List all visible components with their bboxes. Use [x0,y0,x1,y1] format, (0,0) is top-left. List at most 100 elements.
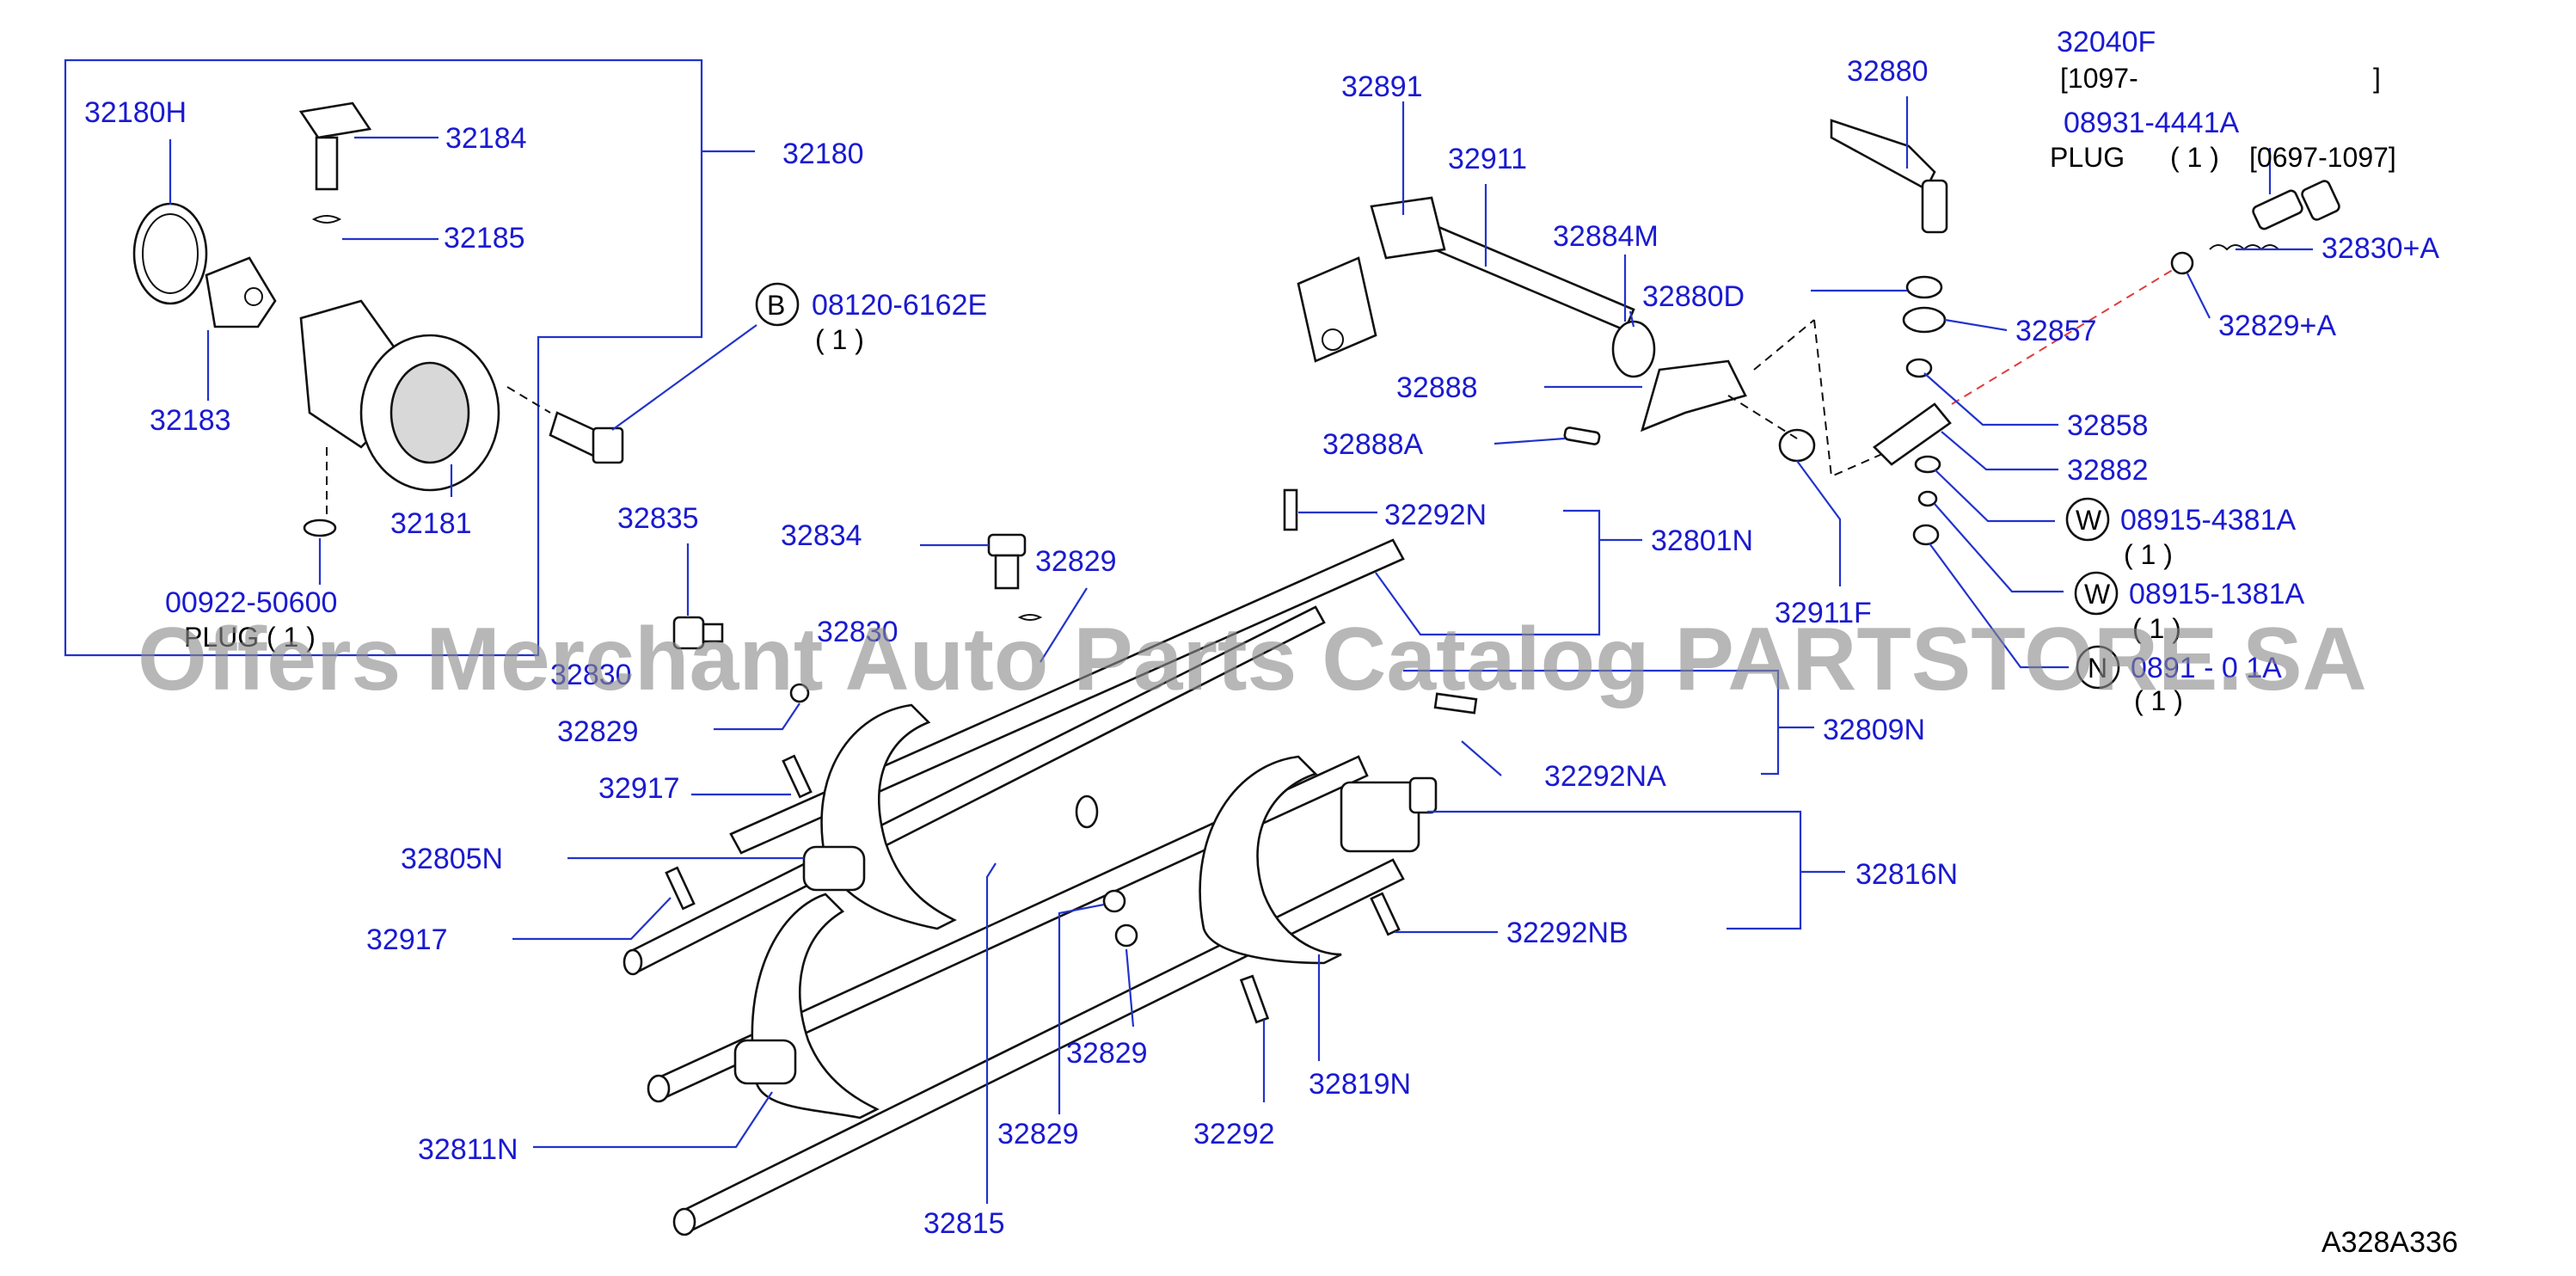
pin-32292NB [1370,892,1401,936]
note-plug-qty: ( 1 ) [2170,142,2219,173]
callout-32830A[interactable]: 32830+A [2321,232,2439,265]
callout-32183[interactable]: 32183 [150,404,231,437]
qty-00922: ( 1 ) [267,622,316,653]
callout-32829A[interactable]: 32829+A [2218,310,2336,342]
pin-32888A [1563,426,1601,445]
pin-32292N [1283,488,1298,531]
callout-32835[interactable]: 32835 [617,502,699,535]
shaft-32805N [623,605,1326,976]
fork-32811N [733,893,880,1120]
callout-32834[interactable]: 32834 [781,519,862,552]
callout-32819N[interactable]: 32819N [1309,1068,1411,1101]
callout-32809N[interactable]: 32809N [1823,714,1925,746]
callout-08120-6162E[interactable]: 08120-6162E [812,289,987,322]
callout-32815[interactable]: 32815 [923,1207,1005,1240]
callout-32830-b[interactable]: 32830 [550,659,632,691]
callout-32181[interactable]: 32181 [390,507,472,540]
callout-32880D[interactable]: 32880D [1642,280,1745,313]
callout-32180[interactable]: 32180 [782,138,864,170]
note-range0697: [0697-1097] [2249,142,2396,173]
callout-32888[interactable]: 32888 [1396,371,1478,404]
leader-32292NA [1461,740,1502,776]
callout-32882[interactable]: 32882 [2067,454,2149,487]
bolt-08120 [549,411,624,464]
callout-32888A[interactable]: 32888A [1322,428,1424,461]
callout-32801N[interactable]: 32801N [1651,525,1753,557]
callout-32040F[interactable]: 32040F [2057,26,2156,58]
leader-32811N [533,1091,773,1149]
leader-32882 [1941,431,2058,471]
ball-32829-c [1102,889,1126,913]
callout-32816N[interactable]: 32816N [1855,858,1958,891]
washer-08915-a [1914,455,1941,474]
interlock-pin [1075,794,1099,829]
leader-08915c [1929,543,2069,669]
callout-32884M[interactable]: 32884M [1553,220,1659,253]
leader-32829b [714,702,800,731]
callout-32857[interactable]: 32857 [2015,315,2097,347]
part-00922-clip [303,518,337,537]
watermark: Offers Merchant Auto Parts Catalog PARTS… [138,610,2367,709]
assembly-frame-32180 [64,58,703,657]
callout-32829-b[interactable]: 32829 [557,715,639,748]
leader-32829c [1058,903,1105,1114]
callout-32891[interactable]: 32891 [1341,71,1423,103]
leader-08915a [1934,469,2055,523]
dash-bolt [506,386,551,414]
leader-32816N [1427,810,1845,930]
pin-32917-b [665,866,696,911]
callout-08931-4441A[interactable]: 08931-4441A [2064,107,2240,139]
pin-32917-a [782,754,813,799]
callout-32184[interactable]: 32184 [445,122,527,155]
figure-code: A328A336 [2321,1226,2458,1259]
note-plug: PLUG [2050,142,2125,173]
washer-32857-a [1905,275,1943,299]
qty-08120: ( 1 ) [815,324,864,355]
shaft-32801N [729,538,1405,855]
part-32830-spring [1017,614,1043,621]
leader-32880D [1628,310,1635,328]
callout-32917-a[interactable]: 32917 [598,772,680,805]
leader-32815 [985,862,997,1204]
shaft-32811N [647,755,1369,1103]
bolt-symbol [755,282,800,327]
callout-32858[interactable]: 32858 [2067,409,2149,442]
leader-32829d [1125,948,1135,1028]
callout-32185[interactable]: 32185 [444,222,525,255]
callout-32829-c[interactable]: 32829 [997,1118,1079,1150]
callout-32829-d[interactable]: 32829 [1066,1037,1148,1070]
callout-32917-b[interactable]: 32917 [366,923,448,956]
callout-32292N[interactable]: 32292N [1384,499,1487,531]
callout-32829-a[interactable]: 32829 [1035,545,1117,578]
part-32183 [205,256,277,328]
callout-32292[interactable]: 32292 [1193,1118,1275,1150]
callout-08915-1381A[interactable]: 08915-1381A [2129,578,2305,610]
callout-32292NB[interactable]: 32292NB [1506,917,1628,949]
callout-08915-4381A[interactable]: 08915-4381A [2120,504,2297,537]
leader-08120 [611,324,757,431]
nut-symbol-letter: N [2088,653,2107,684]
part-32911F [1778,428,1816,463]
ball-32829-d [1114,923,1138,948]
callout-32811N[interactable]: 32811N [418,1133,518,1166]
callout-32180H[interactable]: 32180H [84,96,187,129]
washer-symbol-b [2074,571,2119,616]
leader-32917b [512,897,672,941]
callout-32830[interactable]: 32830 [817,616,899,648]
part-32834 [987,533,1027,590]
qty-08915-c: ( 1 ) [2134,685,2183,716]
part-32180H-ring [132,202,208,305]
callout-32292NA[interactable]: 32292NA [1544,760,1666,793]
callout-32880[interactable]: 32880 [1847,55,1929,88]
callout-08915-c[interactable]: 0891 - 0 1A [2131,652,2282,684]
washer-symbol-b-letter: W [2084,579,2111,610]
callout-32911[interactable]: 32911 [1448,143,1527,175]
washer-08915-b [1917,490,1938,507]
callout-00922-50600[interactable]: 00922-50600 [165,586,337,619]
callout-32805N[interactable]: 32805N [401,843,503,875]
pin-32292NA [1433,692,1478,715]
note-plug-00922: PLUG [184,622,259,653]
callout-32911F[interactable]: 32911F [1775,597,1872,629]
